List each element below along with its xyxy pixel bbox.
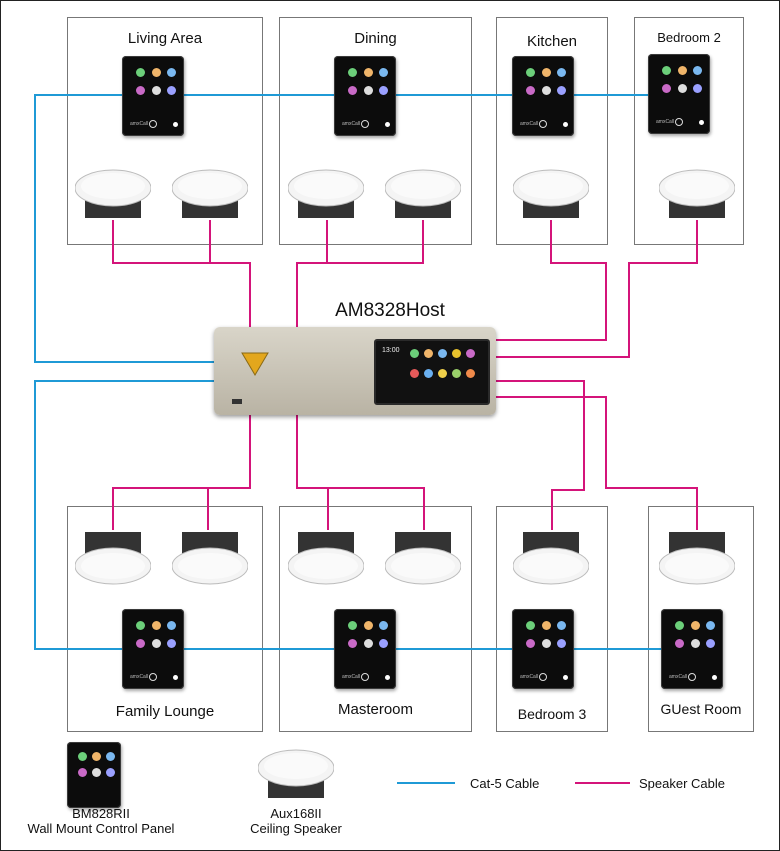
speaker-cable-master <box>296 415 425 530</box>
speaker-cable-dining-feed <box>296 262 375 327</box>
usb-port <box>232 399 242 404</box>
ceiling-speaker <box>385 532 461 585</box>
control-panel: amxCall <box>334 56 396 136</box>
panel-model-caption: BM828RII Wall Mount Control Panel <box>16 806 186 836</box>
legend-cat5-label: Cat-5 Cable <box>470 776 540 791</box>
room-label: Bedroom 2 <box>657 30 721 45</box>
speaker-cable-bedroom3 <box>496 380 585 530</box>
room-label: Living Area <box>127 30 203 47</box>
speaker-model-caption: Aux168II Ceiling Speaker <box>226 806 366 836</box>
control-panel: amxCall <box>122 609 184 689</box>
control-panel: amxCall <box>512 56 574 136</box>
control-panel: amxCall <box>512 609 574 689</box>
room-label: Dining <box>354 30 397 47</box>
control-panel: amxCall <box>661 609 723 689</box>
control-panel-sample <box>67 742 121 808</box>
speaker-cable-guest <box>496 396 698 530</box>
control-panel: amxCall <box>648 54 710 134</box>
ceiling-speaker <box>75 169 151 218</box>
ceiling-speaker <box>75 532 151 585</box>
legend-speaker-label: Speaker Cable <box>639 776 725 791</box>
speaker-model: Aux168II <box>270 806 322 821</box>
control-panel: amxCall <box>122 56 184 136</box>
ceiling-speaker <box>513 169 589 218</box>
host-logo-icon <box>241 352 269 376</box>
cat5-cable-top <box>34 94 214 363</box>
cat5-cable-bottom <box>34 380 214 650</box>
ceiling-speaker <box>659 169 735 218</box>
speaker-cable-bedroom2 <box>496 220 698 358</box>
speaker-cables <box>112 220 698 784</box>
speaker-cable-kitchen <box>496 220 607 341</box>
ceiling-speaker <box>513 532 589 585</box>
room-label: Masteroom <box>337 701 414 718</box>
speaker-cable-living <box>112 220 211 264</box>
ceiling-speaker <box>385 169 461 218</box>
ceiling-speaker <box>288 532 364 585</box>
cat5-cables <box>34 94 661 784</box>
ceiling-speaker <box>288 169 364 218</box>
room-label: GUest Room <box>660 701 742 717</box>
control-panel: amxCall <box>334 609 396 689</box>
host-screen: 13:00 <box>374 339 490 405</box>
room-label: Family Lounge <box>115 703 215 720</box>
ceiling-speaker <box>659 532 735 585</box>
room-label: Bedroom 3 <box>517 706 587 722</box>
speaker-cable-dining <box>326 220 424 264</box>
speaker-cable-family <box>112 415 251 530</box>
ceiling-speaker <box>172 532 248 585</box>
ceiling-speaker <box>172 169 248 218</box>
host-unit: 13:00 <box>214 327 496 415</box>
panel-model: BM828RII <box>72 806 130 821</box>
host-screen-time: 13:00 <box>382 347 400 354</box>
panel-desc: Wall Mount Control Panel <box>27 821 175 836</box>
room-label: Kitchen <box>526 33 578 50</box>
host-title: AM8328Host <box>335 300 445 321</box>
speaker-cable-living-feed <box>160 262 251 327</box>
speaker-desc: Ceiling Speaker <box>250 821 342 836</box>
ceiling-speaker-sample <box>258 749 334 798</box>
